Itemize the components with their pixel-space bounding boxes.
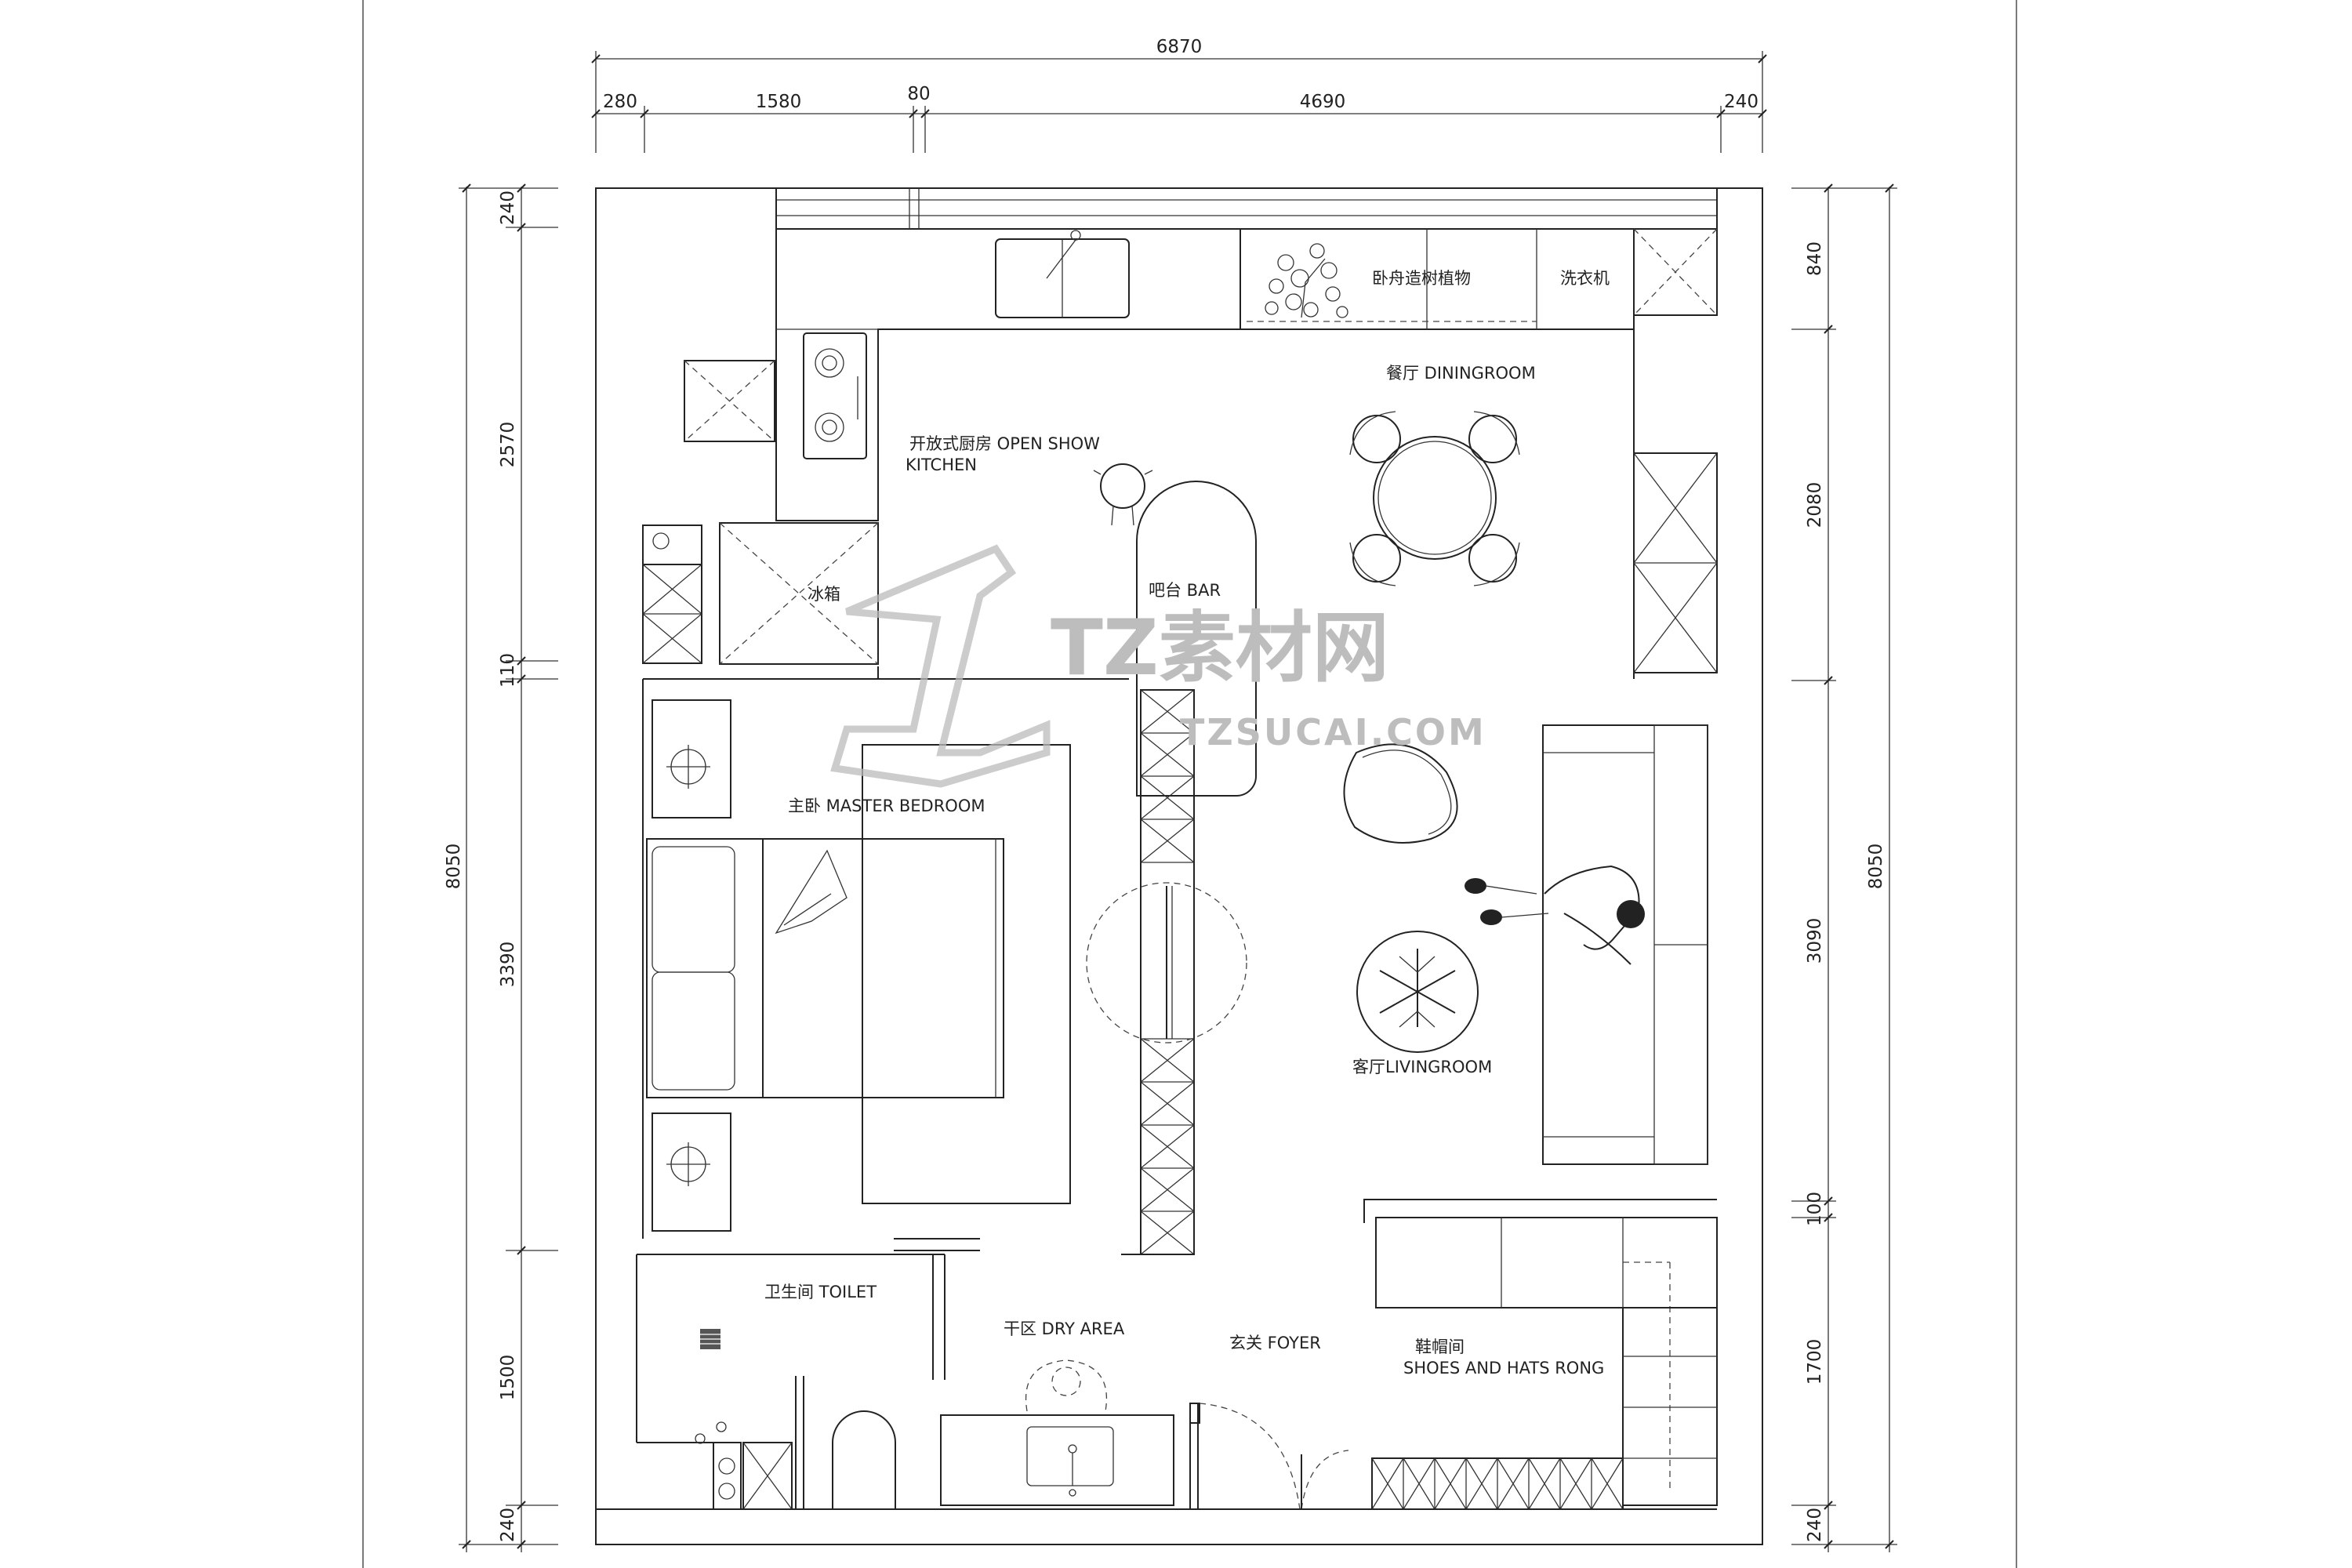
dim-right-5: 1700 [1805, 1339, 1825, 1385]
bedroom-label: 主卧 MASTER BEDROOM [788, 797, 985, 815]
dim-top-2: 1580 [756, 92, 802, 112]
right-dimension-lines [1791, 183, 1897, 1552]
bed [646, 838, 1004, 1098]
shoes-label-1: 鞋帽间 [1415, 1338, 1465, 1356]
entry-door [1189, 1403, 1349, 1510]
kitchen-label-2: KITCHEN [906, 456, 977, 474]
nightstand-bottom [652, 1112, 731, 1232]
left-dimension-lines [459, 183, 558, 1552]
watermark-url: TZSUCAI.COM [1180, 711, 1486, 753]
living-label: 客厅LIVINGROOM [1352, 1058, 1492, 1076]
dim-top-5: 240 [1724, 92, 1759, 112]
foyer-label: 玄关 FOYER [1229, 1334, 1321, 1352]
washer-label: 洗衣机 [1560, 269, 1610, 288]
plant-icon [1265, 243, 1348, 318]
person-figure [1465, 865, 1645, 965]
shoes-label-2: SHOES AND HATS RONG [1403, 1359, 1604, 1377]
dim-top-3: 80 [907, 84, 930, 104]
dim-top-4: 4690 [1300, 92, 1346, 112]
toilet-label: 卫生间 TOILET [764, 1283, 877, 1301]
dim-top-total: 6870 [1156, 37, 1203, 57]
dim-left-2: 2570 [498, 422, 518, 468]
wardrobe [862, 744, 1071, 1204]
sofa [1542, 724, 1708, 1165]
bar-label: 吧台 BAR [1149, 581, 1221, 600]
dim-right-3: 3090 [1805, 918, 1825, 964]
dim-left-4: 3390 [498, 942, 518, 988]
watermark-text: TZ素材网 [1051, 604, 1389, 693]
dim-left-1: 240 [498, 191, 518, 225]
kitchen-label-1: 开放式厨房 OPEN SHOW [909, 434, 1100, 453]
sink-icon [995, 230, 1130, 318]
toilet-bowl [832, 1410, 896, 1510]
dim-right-1: 840 [1805, 241, 1825, 276]
kitchen-area [775, 229, 1241, 521]
dining-label: 餐厅 DININGROOM [1386, 364, 1536, 383]
dim-left-3: 110 [498, 653, 518, 688]
dim-right-4: 100 [1805, 1192, 1825, 1226]
dim-right-total: 8050 [1866, 844, 1886, 890]
partition-column [1086, 689, 1247, 1255]
shoe-cabinets [1363, 1199, 1718, 1510]
washbasin-small [695, 1421, 793, 1510]
dry-area-vanity [940, 1359, 1174, 1506]
kitchen-tall-cabinet [684, 360, 775, 442]
coffee-table [1356, 931, 1479, 1053]
floor-drain-icon [700, 1329, 720, 1349]
lounge-chair [1343, 743, 1458, 844]
bar-counter [1136, 481, 1257, 797]
dim-top-1: 280 [603, 92, 637, 112]
outer-wall [595, 187, 1763, 1545]
dining-chairs [1349, 411, 1520, 586]
left-storage-column [642, 524, 702, 664]
nightstand-top [652, 699, 731, 818]
fridge [719, 522, 879, 665]
top-dimension-lines [591, 51, 1767, 153]
bedroom-walls [642, 666, 1129, 1251]
dim-left-total: 8050 [444, 844, 464, 890]
dim-left-5: 1500 [498, 1355, 518, 1401]
fridge-label: 冰箱 [808, 585, 840, 604]
dining-table [1373, 436, 1497, 560]
dry-area-label: 干区 DRY AREA [1004, 1319, 1125, 1338]
bar-stool [1093, 463, 1153, 526]
cabinet-label: 卧舟造树植物 [1372, 269, 1471, 288]
dim-right-6: 240 [1805, 1508, 1825, 1542]
dim-right-2: 2080 [1805, 482, 1825, 528]
watermark-logo-icon [830, 544, 1051, 788]
dim-left-6: 240 [498, 1508, 518, 1542]
stove-icon [803, 332, 867, 459]
top-window [775, 187, 1718, 230]
right-wall-cabinet [1633, 452, 1718, 673]
